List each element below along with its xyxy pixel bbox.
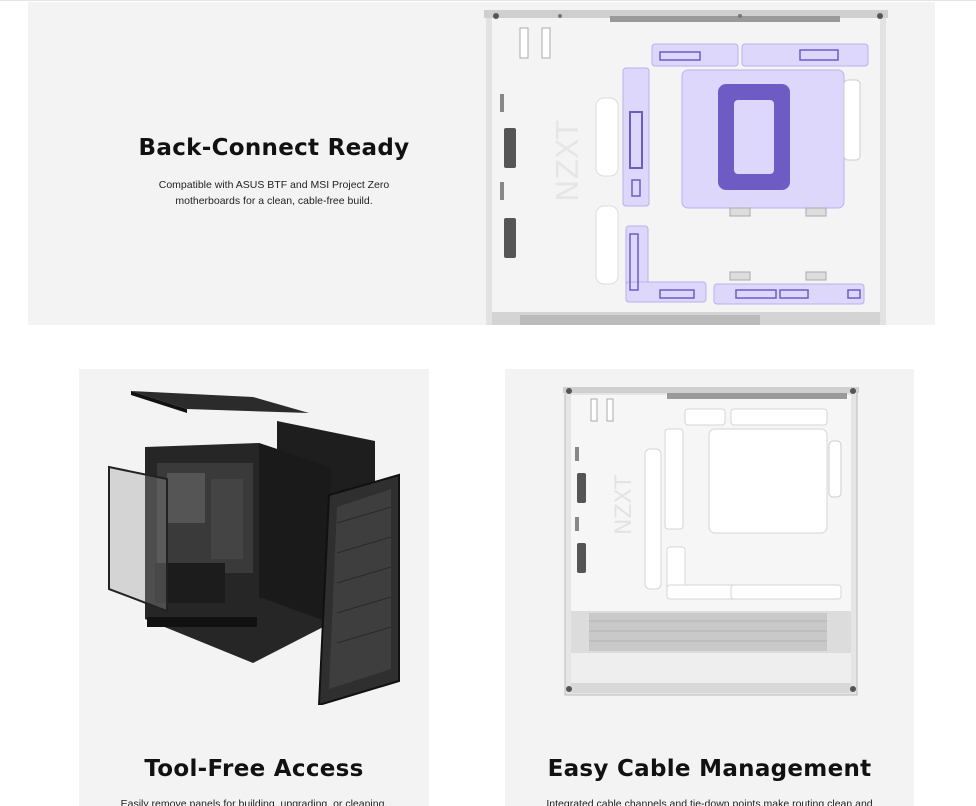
svg-text:NZXT: NZXT <box>612 475 637 535</box>
hero-description: Compatible with ASUS BTF and MSI Project… <box>158 178 390 207</box>
feature-title-cable-management: Easy Cable Management <box>547 756 872 783</box>
hero-section: Back-Connect Ready Compatible with ASUS … <box>28 2 935 325</box>
exploded-case-panels-icon <box>108 391 400 705</box>
top-divider <box>0 0 976 1</box>
case-interior-back-connect-icon: NZXT <box>484 10 888 325</box>
feature-title-tool-free: Tool-Free Access <box>144 756 364 783</box>
feature-card-cable-management: NZXT Easy Cable Management Integrated ca… <box>505 369 914 806</box>
svg-text:NZXT: NZXT <box>551 120 586 202</box>
case-rear-cable-channels-icon: NZXT <box>563 387 859 696</box>
feature-description-cable-management: Integrated cable channels and tie-down p… <box>546 797 873 806</box>
hero-title: Back-Connect Ready <box>138 135 410 162</box>
feature-card-tool-free: Tool-Free Access Easily remove panels fo… <box>79 369 429 806</box>
feature-description-tool-free: Easily remove panels for building, upgra… <box>120 797 388 806</box>
